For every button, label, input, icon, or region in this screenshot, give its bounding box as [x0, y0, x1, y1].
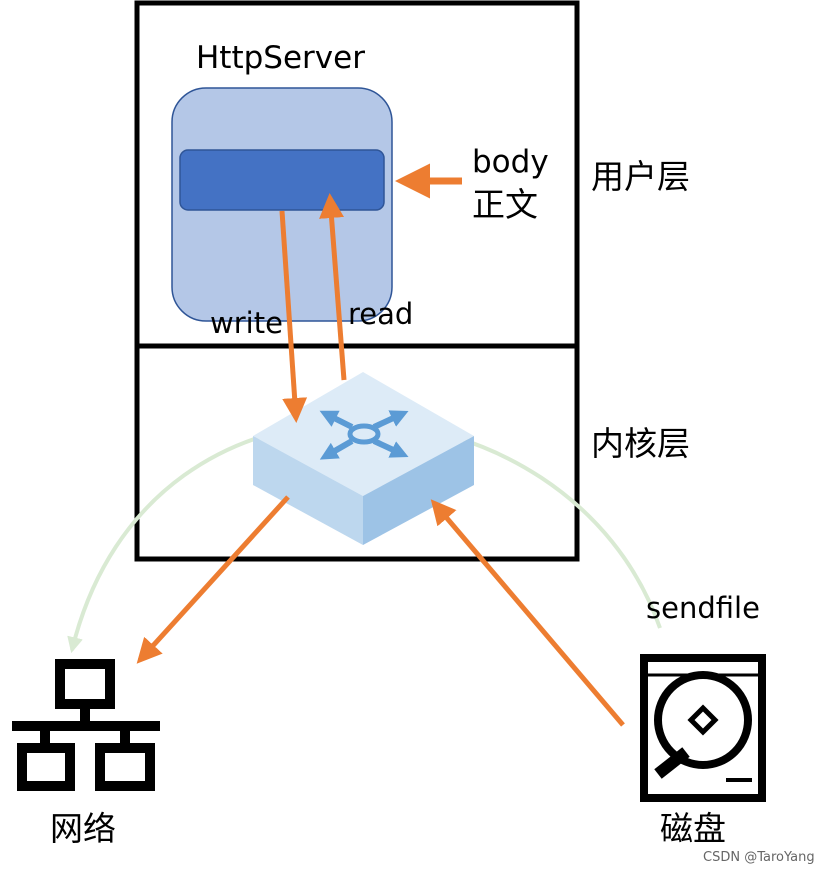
- read-label: read: [348, 297, 413, 331]
- write-label: write: [210, 306, 283, 340]
- sendfile-label: sendfile: [646, 591, 760, 625]
- buffer-bar: [179, 149, 385, 211]
- kernel-layer-box: [134, 343, 580, 562]
- server-title: HttpServer: [196, 40, 365, 76]
- watermark: CSDN @TaroYang: [703, 850, 815, 865]
- switch-top-face: [253, 372, 474, 496]
- read-arrow: [319, 193, 347, 381]
- body-label-line2: 正文: [472, 185, 538, 224]
- write-arrow: [279, 210, 308, 423]
- switch-left-face: [253, 436, 363, 545]
- body-label-line1: body: [472, 144, 549, 180]
- user-layer-label: 用户层: [591, 157, 690, 196]
- switch-right-face: [363, 436, 474, 545]
- switch-to-network-arrow: [136, 495, 290, 664]
- disk-label: 磁盘: [660, 809, 726, 848]
- network-label: 网络: [50, 809, 116, 848]
- network-icon: [12, 659, 160, 791]
- kernel-layer-label: 内核层: [591, 424, 690, 463]
- disk-to-switch-arrow: [430, 499, 625, 727]
- switch-arrows-icon: [319, 410, 409, 460]
- kernel-switch: [253, 372, 474, 545]
- disk-icon: [640, 654, 766, 802]
